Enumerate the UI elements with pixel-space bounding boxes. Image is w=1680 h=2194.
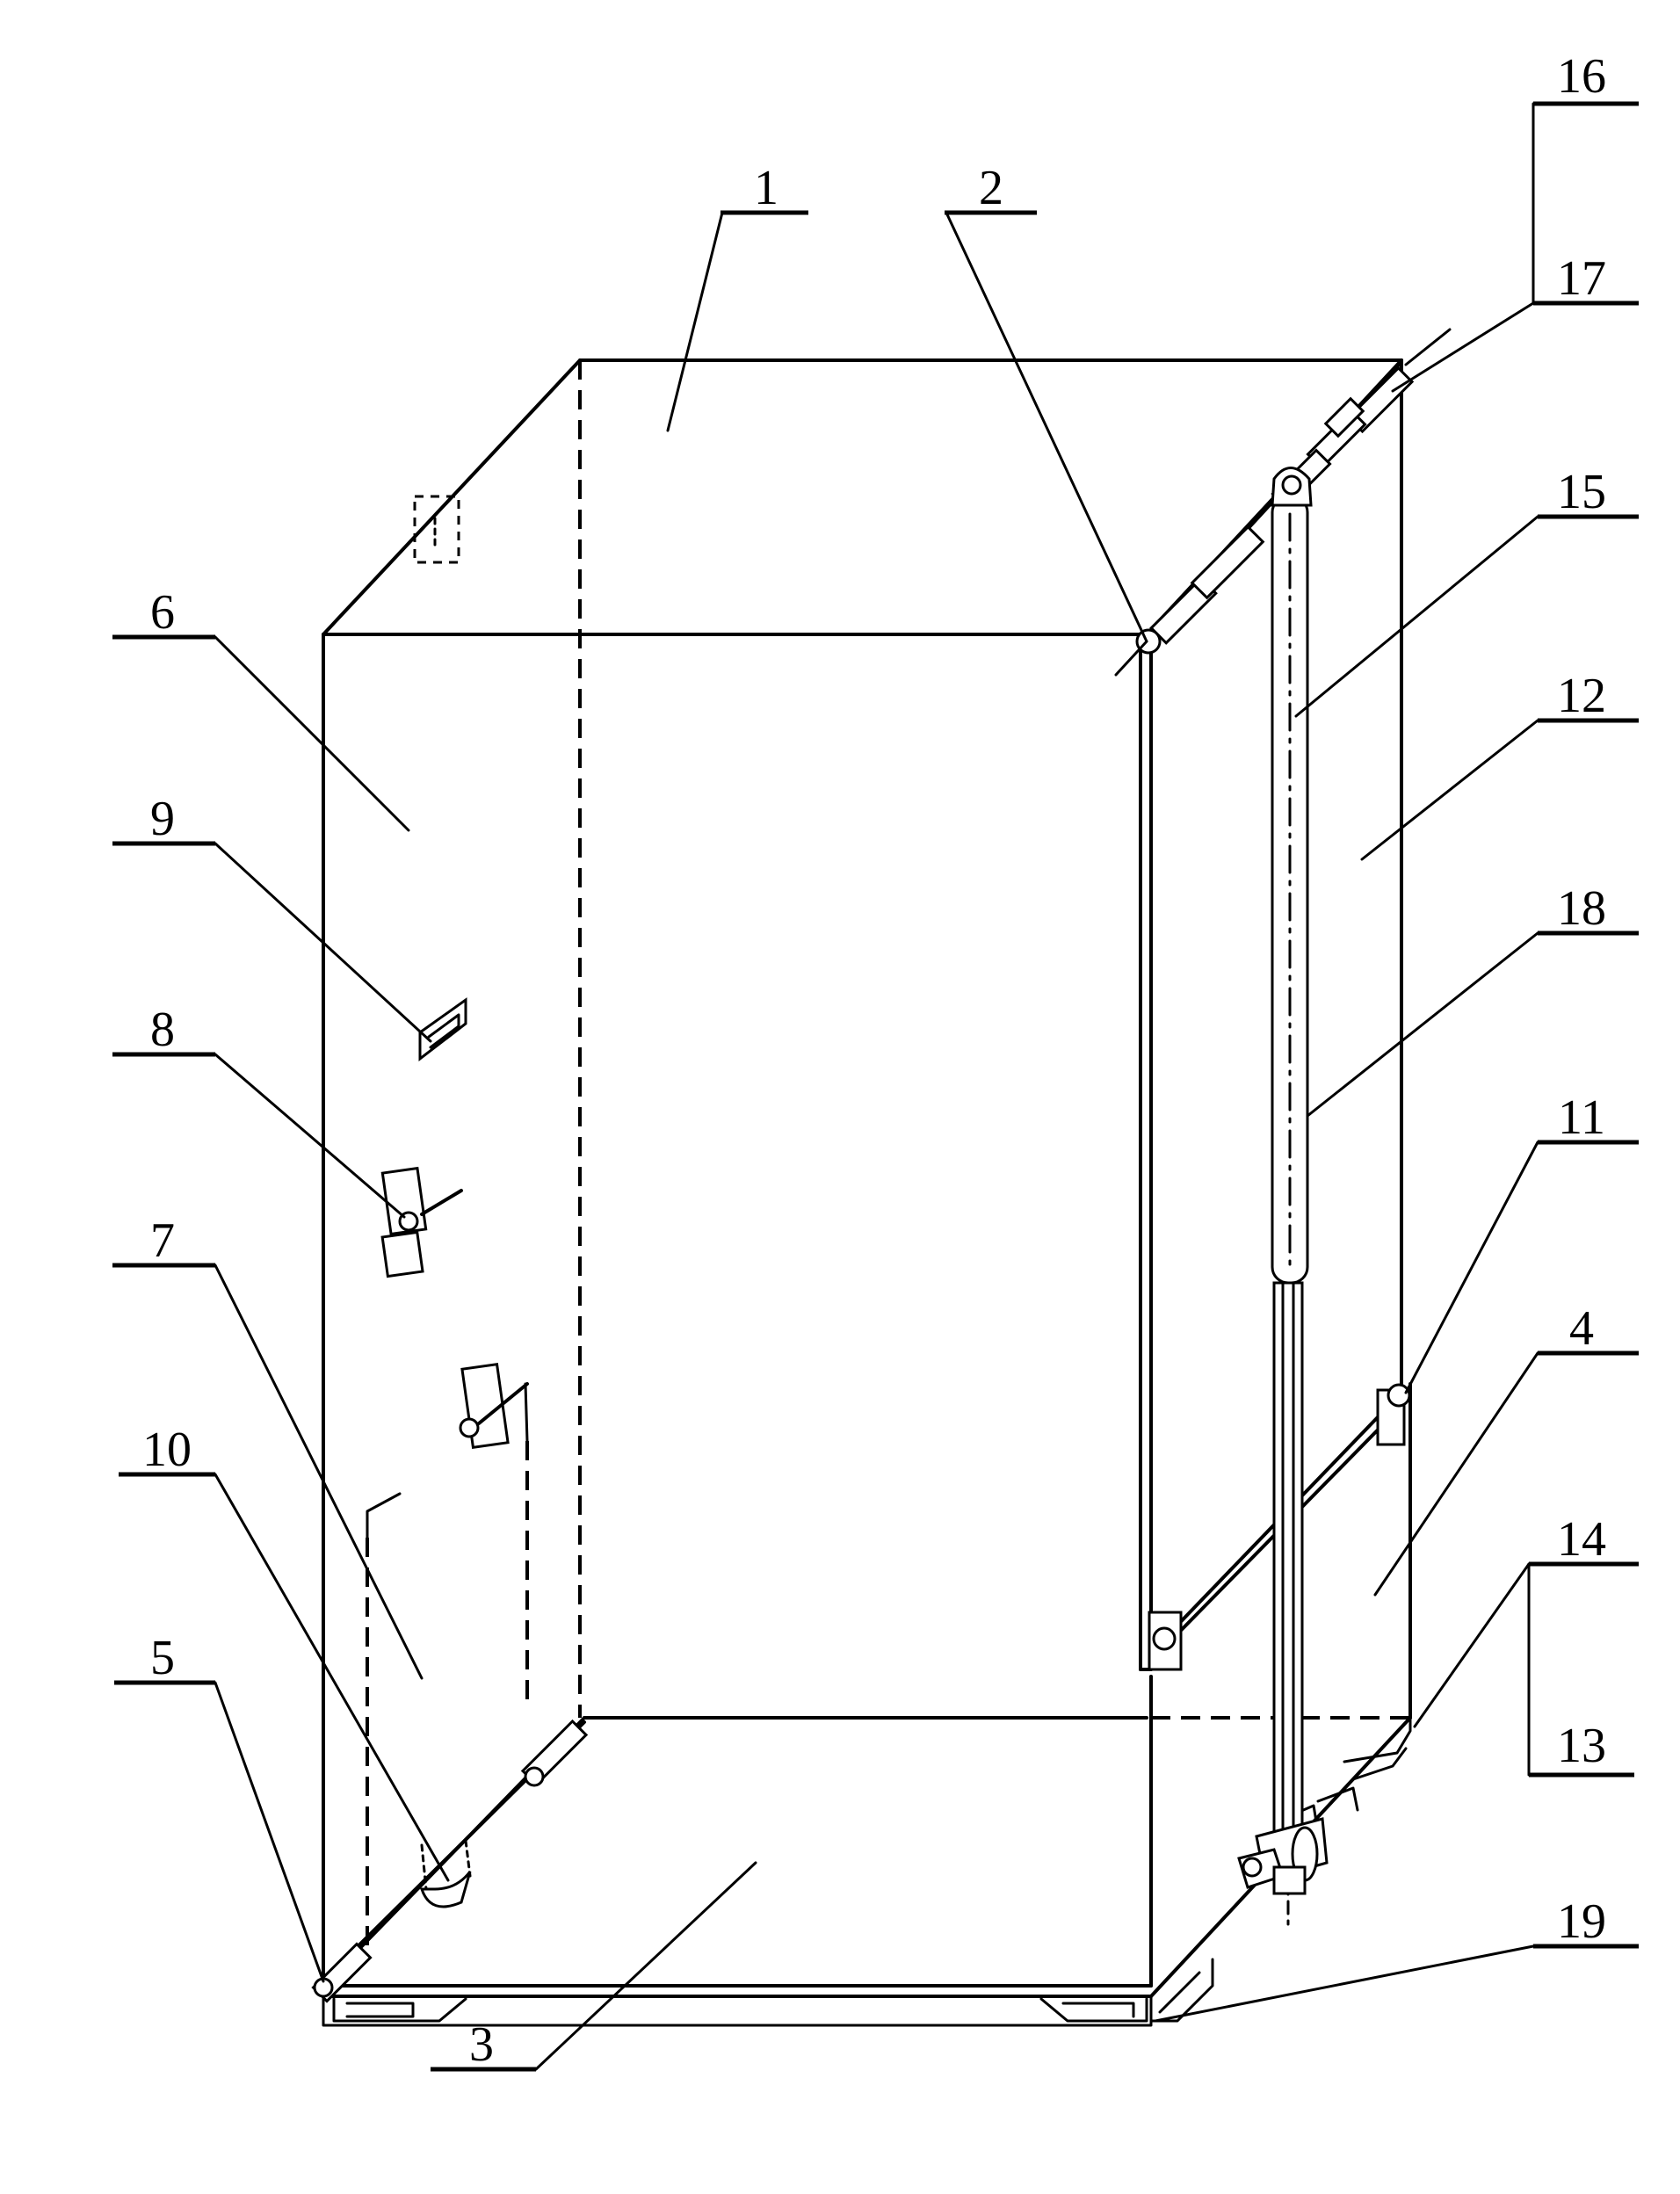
callout-5: 5 <box>150 1631 175 1685</box>
hinge-8 <box>380 1166 529 1450</box>
hinge-11 <box>1148 1383 1411 1671</box>
callout-12: 12 <box>1557 669 1606 723</box>
callout-17: 17 <box>1557 251 1606 306</box>
callout-15: 15 <box>1557 465 1606 519</box>
leader-lines <box>112 101 1639 2072</box>
callout-13: 13 <box>1557 1719 1606 1773</box>
callout-labels: 1 2 3 4 5 6 7 8 9 10 11 12 13 14 15 16 1… <box>142 49 1606 2072</box>
callout-16: 16 <box>1557 49 1606 104</box>
callout-3: 3 <box>469 2017 494 2072</box>
handle-9 <box>418 997 467 1062</box>
callout-9: 9 <box>150 792 175 846</box>
callout-6: 6 <box>150 585 175 640</box>
top-hidden-handle <box>413 495 460 564</box>
bracket-16-17 <box>1323 328 1452 438</box>
bottom-hinges <box>311 1719 589 2003</box>
callout-18: 18 <box>1557 881 1606 936</box>
box-outline <box>322 358 1412 1998</box>
callout-11: 11 <box>1558 1090 1605 1145</box>
callout-2: 2 <box>979 161 1003 215</box>
callout-10: 10 <box>142 1423 192 1477</box>
callout-7: 7 <box>150 1213 175 1268</box>
telescopic-rod <box>1237 467 1329 1926</box>
pallet-base <box>322 1716 1412 2027</box>
callout-14: 14 <box>1557 1512 1606 1567</box>
callout-19: 19 <box>1557 1894 1606 1949</box>
side-door-7 <box>366 1382 529 1946</box>
callout-1: 1 <box>754 161 778 215</box>
callout-4: 4 <box>1569 1301 1594 1356</box>
callout-8: 8 <box>150 1003 175 1057</box>
